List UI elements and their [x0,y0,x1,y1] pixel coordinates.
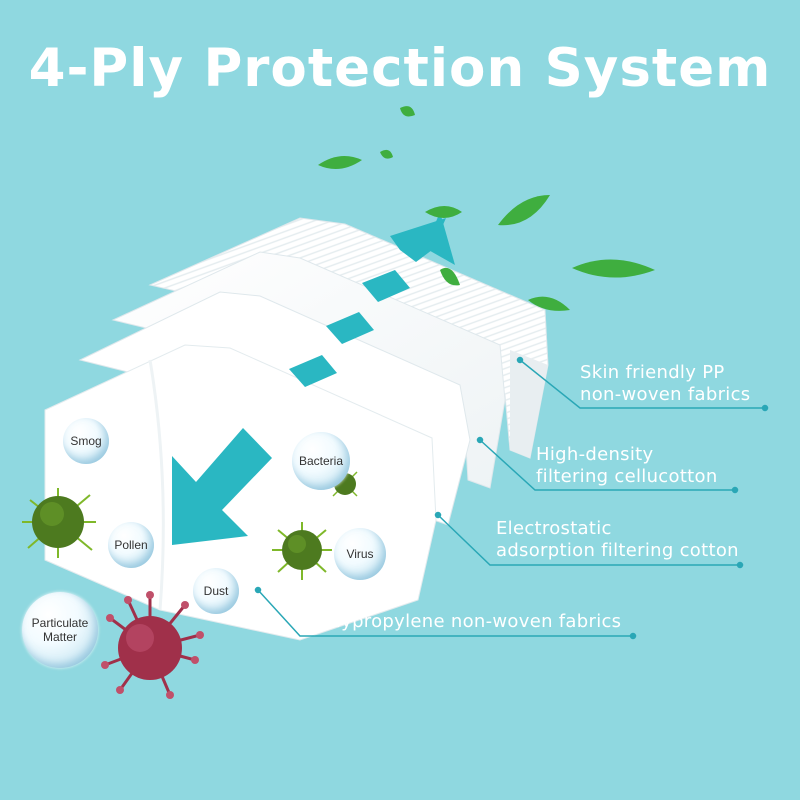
callout-layer-1-line1: Skin friendly PP [580,362,725,383]
callout-layer-3: Electrostatic adsorption filtering cotto… [496,518,739,562]
smog-bubble: Smog [63,418,109,464]
virus-bubble: Virus [334,528,386,580]
callout-layer-2-line1: High-density [536,444,654,465]
pollen-bubble: Pollen [108,522,154,568]
inflow-arrow-icon [172,428,272,545]
particulate-matter-bubble: Particulate Matter [22,592,98,668]
callout-layer-2: High-density filtering cellucotton [536,444,718,488]
callout-lines [254,356,769,640]
callout-layer-1-line2: non-woven fabrics [580,384,751,405]
callout-layer-3-line2: adsorption filtering cotton [496,540,739,561]
dust-bubble: Dust [193,568,239,614]
dust-label: Dust [203,584,229,598]
virus-icon [101,591,204,699]
bacteria-bubble: Bacteria [292,432,350,490]
pollen-label: Pollen [114,538,148,552]
page-title: 4-Ply Protection System [28,38,772,99]
callout-layer-4: Polypropylene non-woven fabrics [314,611,621,633]
callout-layer-2-line2: filtering cellucotton [536,466,718,487]
particulate-label-line1: Particulate [31,616,89,630]
leaf-icon [318,106,655,311]
callout-layer-1: Skin friendly PP non-woven fabrics [580,362,750,406]
bacteria-label: Bacteria [298,454,344,468]
virus-label: Virus [346,547,374,561]
airflow-steps [289,270,410,387]
particulate-label-line2: Matter [42,630,77,644]
outflow-arrow-icon [390,212,455,265]
callout-layer-3-line1: Electrostatic [496,518,612,539]
germ-icon [22,471,358,580]
smog-label: Smog [70,434,102,448]
callout-layer-4-line1: Polypropylene non-woven fabrics [314,611,622,632]
